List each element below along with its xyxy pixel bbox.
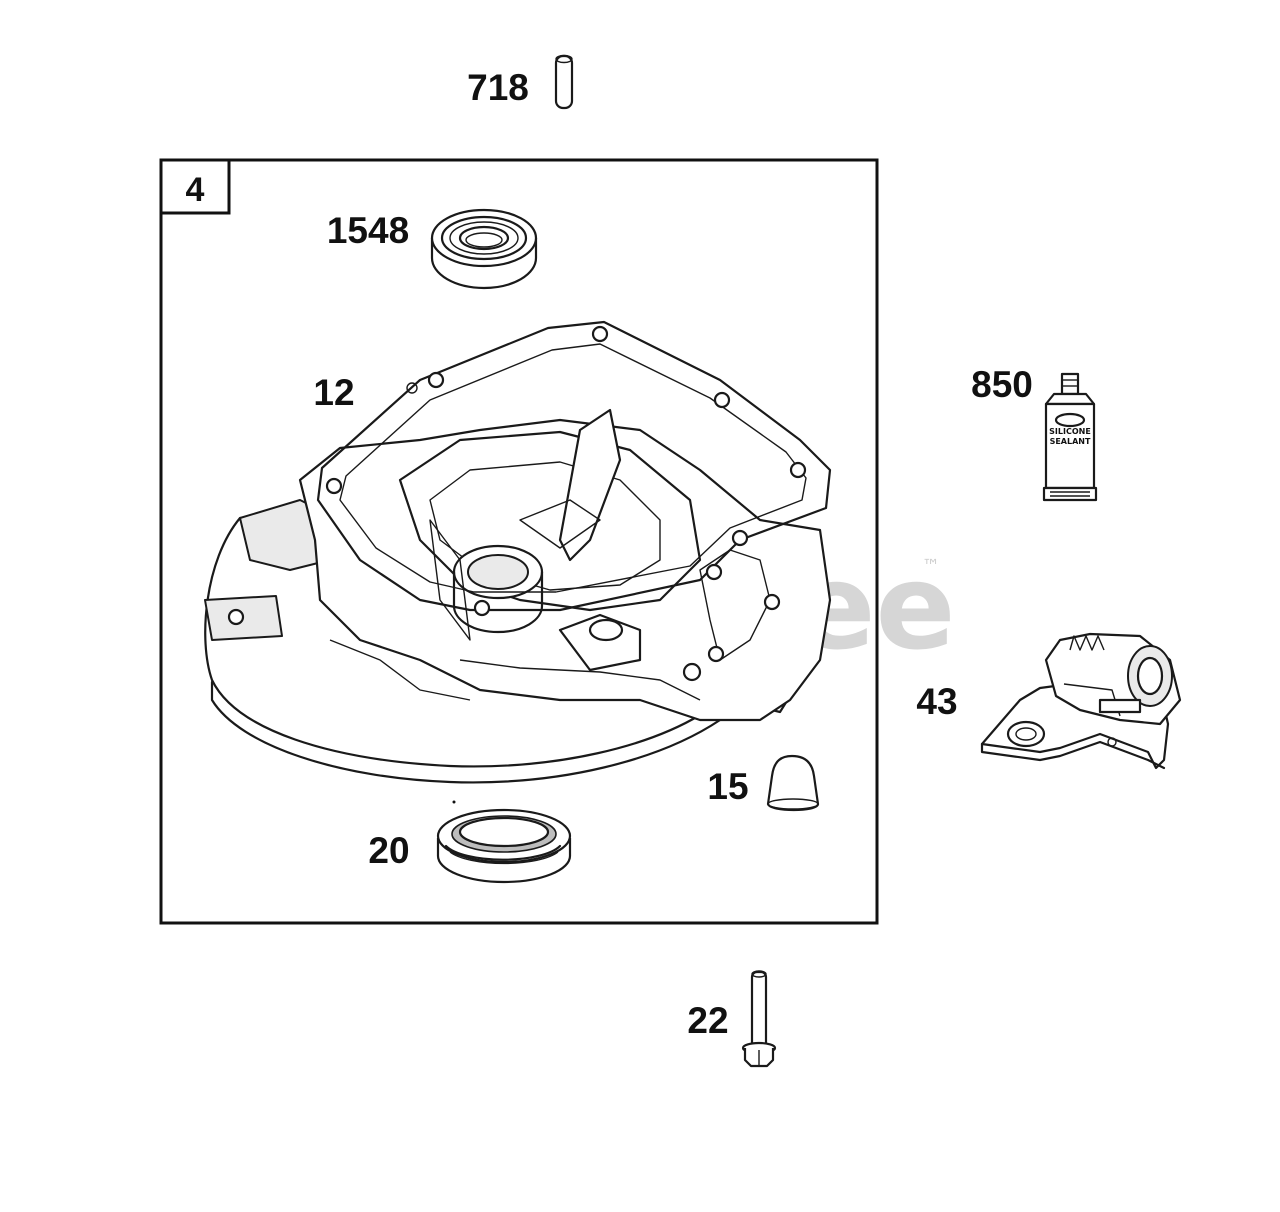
- part-1548-bearing[interactable]: [430, 208, 538, 290]
- part-20-oil-seal[interactable]: [436, 800, 572, 884]
- callout-850[interactable]: 850: [971, 364, 1033, 405]
- kit-box-frame: [159, 158, 879, 925]
- callout-43[interactable]: 43: [916, 681, 957, 722]
- tube-text-line2: SEALANT: [1050, 437, 1091, 446]
- kit-box-label[interactable]: 4: [186, 171, 205, 209]
- callout-718[interactable]: 718: [467, 67, 529, 108]
- callout-12[interactable]: 12: [313, 372, 354, 413]
- part-43-governor-assembly[interactable]: [980, 632, 1182, 770]
- kit-box-label-frame: [159, 158, 231, 215]
- part-850-sealant-tube[interactable]: SILICONE SEALANT: [1042, 372, 1098, 502]
- part-22-bolt[interactable]: [741, 970, 777, 1068]
- callout-15[interactable]: 15: [707, 766, 748, 807]
- part-sump-cover[interactable]: [204, 320, 832, 784]
- callout-20[interactable]: 20: [368, 830, 409, 871]
- callout-1548[interactable]: 1548: [327, 210, 409, 251]
- trademark-symbol: ™: [922, 556, 940, 577]
- kit-box: 4: [159, 158, 879, 925]
- part-15-cap[interactable]: [766, 754, 820, 812]
- callout-22[interactable]: 22: [687, 1000, 728, 1041]
- part-718-dowel-pin[interactable]: [554, 54, 574, 110]
- tube-text-line1: SILICONE: [1049, 427, 1091, 436]
